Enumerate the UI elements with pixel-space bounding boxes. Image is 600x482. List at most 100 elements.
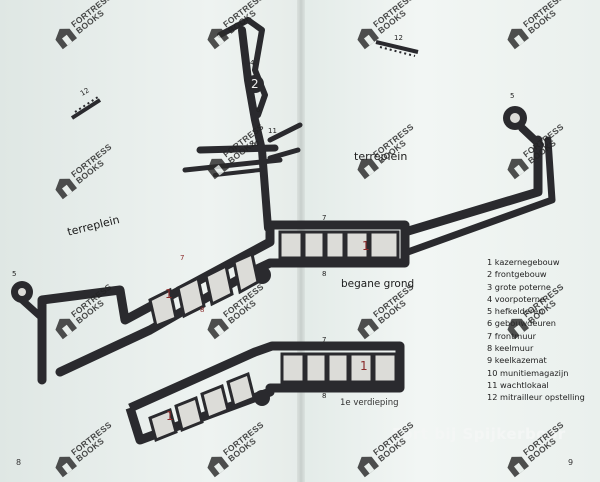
page-title: Fort bij Spijkerboor <box>392 425 566 443</box>
mg-emplacement-right <box>375 40 419 54</box>
callout-8-a: 8 <box>322 270 326 278</box>
first-floor-casemate <box>254 390 270 406</box>
front-building-outline <box>217 17 268 118</box>
right-arm <box>400 135 543 237</box>
front-building-round <box>246 75 264 93</box>
room <box>174 395 204 433</box>
room <box>232 251 260 295</box>
legend-item: 10 munitiemagazijn <box>487 367 569 378</box>
callout-4: 4 <box>250 59 255 67</box>
page-number-left: 8 <box>16 458 22 467</box>
callouts: 1 1 1 1 2 4 5 5 6 7 7 7 8 8 8 10 11 12 1… <box>12 34 514 423</box>
left-bastion-inner <box>18 288 26 296</box>
room <box>200 383 230 421</box>
room <box>176 275 206 319</box>
fortress-logo-icon <box>507 318 530 340</box>
cross-arm-right <box>267 122 303 143</box>
cross-arm-right-2 <box>267 147 301 161</box>
legend-item: 11 wachtlokaal <box>487 379 549 390</box>
legend-item: 8 keelmuur <box>487 343 534 354</box>
right-bastion-link <box>518 124 544 149</box>
callout-1-d: 1 <box>360 359 368 373</box>
fortress-logo-icon <box>55 456 78 478</box>
ground-floor-structure <box>11 17 556 385</box>
callout-6: 6 <box>256 106 261 114</box>
ground-floor-label: begane grond <box>341 278 415 290</box>
room <box>148 287 178 329</box>
first-floor-label: 1e verdieping <box>340 398 399 408</box>
callout-1-b: 1 <box>362 239 370 253</box>
room <box>368 230 400 260</box>
page-number-right: 9 <box>568 458 574 467</box>
room <box>302 230 326 260</box>
left-bastion-link <box>18 296 46 322</box>
cross-arm-left-2 <box>182 157 283 173</box>
mg-emplacement-right-teeth <box>379 46 416 57</box>
fortress-logo-icon <box>507 158 530 180</box>
legend-item: 12 mitrailleur opstelling <box>487 392 585 403</box>
legend-item: 7 frontmuur <box>487 330 537 341</box>
legend-item: 9 keelkazemat <box>487 355 547 366</box>
fortress-logo-icon <box>55 28 78 50</box>
callout-10: 10 <box>250 140 259 148</box>
room <box>280 352 306 384</box>
right-bastion-inner <box>510 113 520 123</box>
room <box>372 352 398 384</box>
callout-7-b: 7 <box>180 254 184 262</box>
fortress-logo-icon <box>357 28 380 50</box>
callout-12-right: 12 <box>394 34 403 42</box>
room <box>304 352 328 384</box>
room <box>326 352 350 384</box>
callout-5-right: 5 <box>510 92 514 100</box>
legend: 1 kazernegebouw 2 frontgebouw 3 grote po… <box>487 256 585 404</box>
cross-arm-left <box>196 144 279 154</box>
mg-emplacement-left <box>70 98 102 120</box>
legend-item: 2 frontgebouw <box>487 269 547 280</box>
fortress-logo-icon <box>207 158 230 180</box>
fortress-logo-icon <box>55 318 78 340</box>
fortress-logo-icon <box>207 456 230 478</box>
callout-11: 11 <box>268 127 277 135</box>
legend-item: 3 grote poterne <box>487 281 551 292</box>
central-spine <box>238 26 272 232</box>
callout-12-left: 12 <box>79 86 91 97</box>
legend-item: 1 kazernegebouw <box>487 257 560 267</box>
room <box>226 371 256 409</box>
room <box>324 230 346 260</box>
callout-1-c: 1 <box>166 409 174 423</box>
right-arm-return <box>401 136 556 257</box>
room <box>348 352 374 384</box>
mg-emplacements <box>70 40 419 120</box>
fortress-logo-icon <box>507 456 530 478</box>
cross-arm-left-3 <box>213 168 262 177</box>
fortress-logo-icon <box>207 318 230 340</box>
callout-8-b: 8 <box>200 306 204 314</box>
fortress-logo-icon <box>357 318 380 340</box>
callout-1-a: 1 <box>165 287 173 301</box>
callout-7-a: 7 <box>322 214 326 222</box>
callout-7-c: 7 <box>322 336 326 344</box>
ground-floor-rooms <box>148 230 400 329</box>
room <box>344 230 370 260</box>
fortress-logo-icon <box>55 178 78 200</box>
fortress-logo-icon <box>207 28 230 50</box>
room <box>278 230 304 260</box>
fortress-logo-icon <box>357 158 380 180</box>
legend-item: 4 voorpoterne <box>487 293 545 304</box>
fortress-logo-icon <box>507 28 530 50</box>
